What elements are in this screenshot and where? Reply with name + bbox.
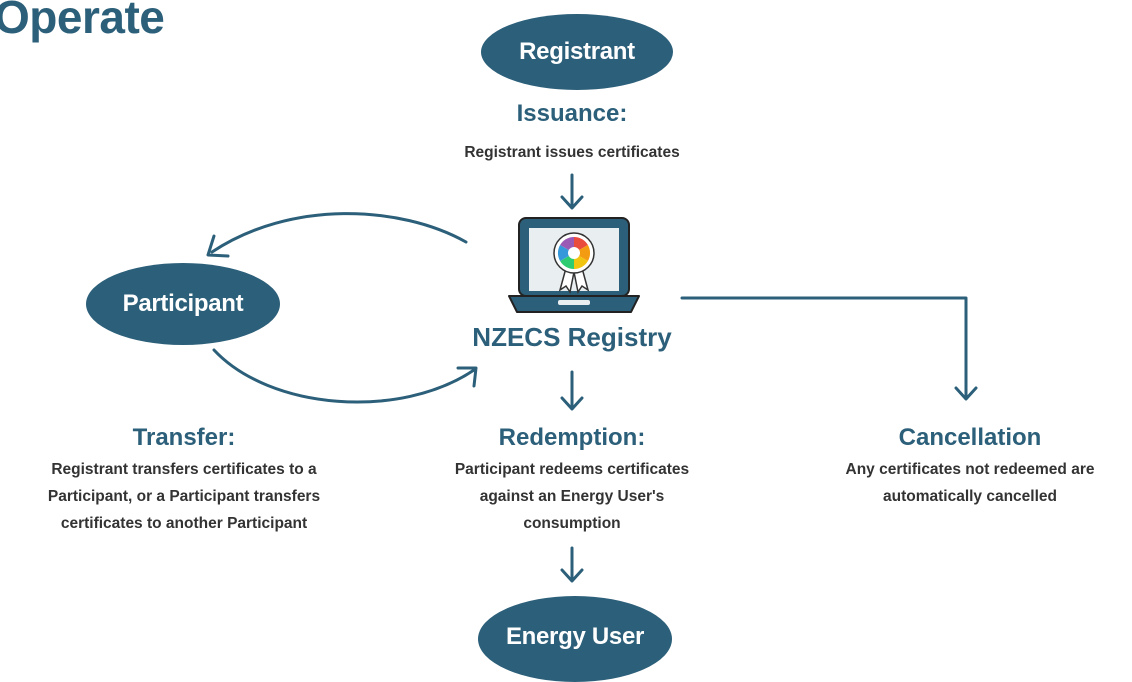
cancellation-arrow-icon <box>680 296 978 401</box>
energy-user-node: Energy User <box>478 596 672 682</box>
registrant-node: Registrant <box>481 14 673 90</box>
transfer-out-arrow-icon <box>206 212 468 258</box>
redemption-desc: Participant redeems certificates against… <box>400 456 744 537</box>
redemption-arrow-icon <box>560 370 584 411</box>
transfer-desc-line: Registrant transfers certificates to a <box>51 461 317 478</box>
transfer-in-arrow-icon <box>212 348 478 404</box>
participant-node: Participant <box>86 263 280 345</box>
transfer-desc-line: certificates to another Participant <box>60 515 308 532</box>
issuance-arrow-icon <box>560 173 584 210</box>
redemption-desc-line: consumption <box>523 515 621 532</box>
page-title: Operate <box>0 0 165 43</box>
energy-user-arrow-icon <box>560 546 584 583</box>
energy-user-label: Energy User <box>505 623 645 650</box>
participant-label: Participant <box>122 290 244 317</box>
certificate-badge-icon <box>553 232 595 294</box>
transfer-desc: Registrant transfers certificates to a P… <box>2 456 366 537</box>
transfer-desc-line: Participant, or a Participant transfers <box>47 488 321 505</box>
redemption-title: Redemption: <box>498 424 646 451</box>
issuance-desc: Registrant issues certificates <box>464 144 680 161</box>
registry-label: NZECS Registry <box>472 322 672 352</box>
registrant-label: Registrant <box>519 38 635 65</box>
cancellation-desc: Any certificates not redeemed are automa… <box>800 456 1132 510</box>
redemption-desc-line: Participant redeems certificates <box>454 461 690 478</box>
laptop-icon <box>508 217 640 313</box>
cancellation-title: Cancellation <box>898 424 1042 451</box>
cancellation-desc-line: automatically cancelled <box>882 488 1058 505</box>
issuance-title: Issuance: <box>516 100 628 127</box>
transfer-title: Transfer: <box>132 424 236 451</box>
cancellation-desc-line: Any certificates not redeemed are <box>845 461 1095 478</box>
redemption-desc-line: against an Energy User's <box>479 488 665 505</box>
